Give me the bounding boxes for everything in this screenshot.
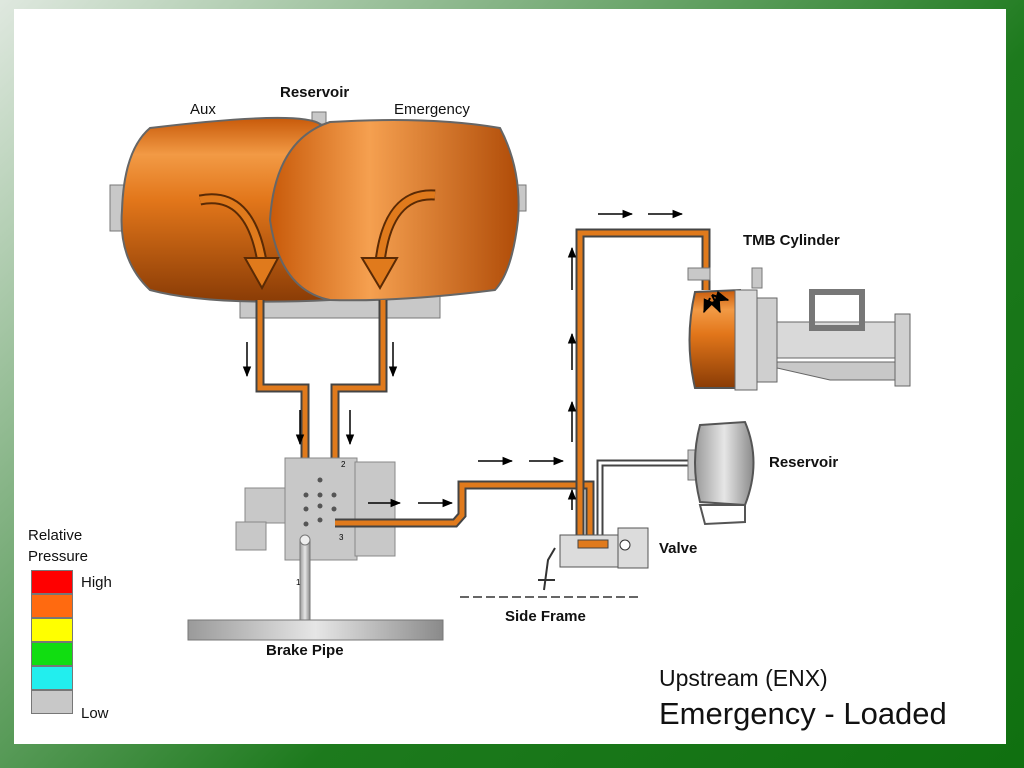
valve-port-2: 2: [341, 460, 346, 469]
side-frame-label: Side Frame: [505, 608, 586, 625]
slide-title: Emergency - Loaded: [659, 696, 947, 731]
load-sensing-valve: [538, 527, 649, 591]
slide-subtitle: Upstream (ENX): [659, 665, 828, 691]
legend-swatch-4: [31, 642, 73, 666]
secondary-reservoir: [687, 420, 755, 526]
reservoir-feed-pipes: [255, 300, 388, 475]
valve-port-1: 1: [296, 578, 301, 587]
aux-label: Aux: [190, 101, 216, 118]
reservoir-top-label: Reservoir: [280, 84, 350, 101]
valve-label: Valve: [659, 540, 698, 557]
pressure-legend-swatches: [31, 570, 73, 714]
legend-swatch-3: [31, 618, 73, 642]
dual-reservoir-tank: [109, 111, 527, 319]
emergency-label: Emergency: [394, 101, 470, 118]
cylinder-supply-pipe: [575, 228, 711, 540]
legend-swatch-high: [31, 570, 73, 594]
legend-high-label: High: [81, 574, 112, 591]
legend-swatch-2: [31, 594, 73, 618]
valve-port-3: 3: [339, 533, 344, 542]
legend-low-label: Low: [81, 705, 109, 722]
legend-swatch-5: [31, 666, 73, 690]
control-valve-block: [235, 457, 595, 621]
flow-arrows: [242, 209, 684, 510]
reservoir-right-label: Reservoir: [769, 454, 839, 471]
brake-pipe-label: Brake Pipe: [266, 642, 344, 659]
legend-title-line1: Relative: [28, 527, 83, 544]
brake-pipe: [187, 619, 444, 641]
legend-swatch-low: [31, 690, 73, 714]
legend-title-line2: Pressure: [28, 548, 89, 565]
tmb-cylinder: [687, 267, 911, 391]
tmb-cylinder-label: TMB Cylinder: [743, 232, 840, 249]
